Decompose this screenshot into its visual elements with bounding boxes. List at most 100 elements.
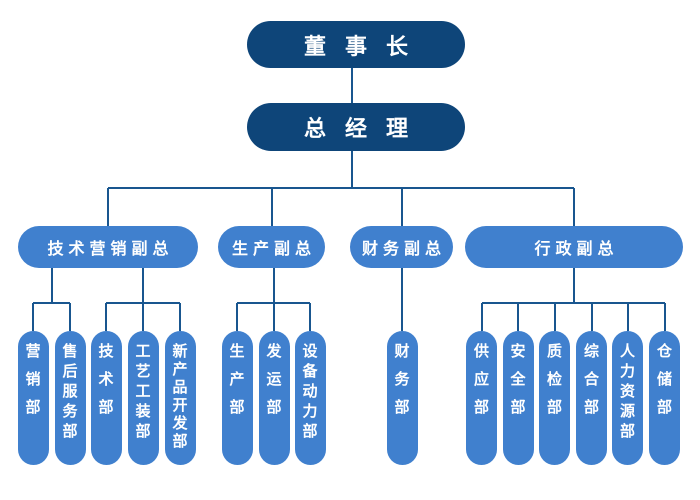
org-node-department-label-char: 储 bbox=[656, 371, 672, 388]
org-node-department-label-char: 术 bbox=[98, 371, 114, 388]
connector-line bbox=[273, 303, 275, 331]
org-node-department-label-char: 合 bbox=[583, 371, 599, 388]
org-node-department-label-char: 部 bbox=[583, 399, 599, 416]
org-node-department: 综合部 bbox=[576, 331, 607, 465]
connector-line bbox=[573, 188, 575, 226]
connector-line bbox=[351, 68, 353, 103]
org-node-department-label-char: 综 bbox=[583, 343, 599, 360]
org-node-department-label-char: 部 bbox=[62, 423, 78, 440]
org-node-department-label-char: 品 bbox=[172, 379, 188, 396]
org-node-department-label-char: 部 bbox=[546, 399, 562, 416]
connector-line bbox=[105, 303, 107, 331]
connector-line bbox=[179, 303, 181, 331]
org-node-department-label-char: 部 bbox=[135, 423, 151, 440]
org-node-vp: 技术营销副总 bbox=[18, 226, 198, 268]
connector-line bbox=[401, 268, 403, 331]
org-node-department-label-char: 质 bbox=[546, 343, 562, 360]
org-node-department-label-char: 全 bbox=[510, 371, 526, 388]
org-node-department-label-char: 部 bbox=[172, 433, 188, 450]
org-node-general-manager-label: 总经理 bbox=[303, 116, 427, 141]
org-node-department-label-char: 产 bbox=[172, 361, 188, 378]
org-node-department-label-char: 安 bbox=[510, 343, 526, 360]
org-node-department-label-char: 服 bbox=[62, 383, 78, 400]
org-node-department: 人力资源部 bbox=[612, 331, 643, 465]
org-node-department-label-char: 装 bbox=[135, 403, 151, 420]
org-node-department-label-char: 售 bbox=[62, 343, 78, 360]
org-node-department: 质检部 bbox=[539, 331, 570, 465]
org-node-department-label-char: 部 bbox=[229, 399, 245, 416]
org-node-vp-label: 行政副总 bbox=[534, 241, 619, 258]
org-node-department-label-char: 财 bbox=[394, 343, 410, 360]
org-node-department-label-char: 务 bbox=[394, 371, 410, 388]
org-node-vp-label: 生产副总 bbox=[231, 241, 316, 258]
org-node-department: 财务部 bbox=[386, 331, 418, 465]
org-node-department-label-char: 开 bbox=[172, 397, 188, 414]
org-node-department-label-char: 发 bbox=[172, 415, 188, 432]
org-node-department-label-char: 新 bbox=[172, 343, 188, 360]
org-node-department-label-char: 生 bbox=[229, 343, 245, 360]
org-node-department-label-char: 艺 bbox=[135, 363, 151, 380]
connector-line bbox=[400, 188, 403, 226]
org-node-department-label-char: 产 bbox=[229, 371, 245, 388]
connector-line bbox=[236, 303, 238, 331]
org-node-department: 发运部 bbox=[258, 331, 290, 465]
org-node-vp: 财务副总 bbox=[350, 226, 453, 268]
connector-line bbox=[573, 268, 575, 303]
org-node-general-manager: 总经理 bbox=[247, 103, 465, 151]
org-node-department-label-char: 部 bbox=[473, 399, 489, 416]
org-node-department-label-char: 力 bbox=[302, 403, 318, 420]
org-node-department: 安全部 bbox=[502, 331, 534, 465]
org-node-department-label-char: 营 bbox=[25, 343, 41, 360]
org-node-department-label-char: 工 bbox=[135, 383, 151, 400]
connector-line bbox=[50, 268, 53, 303]
connector-line bbox=[32, 303, 34, 331]
connector-line bbox=[481, 302, 665, 304]
org-node-department-label-char: 应 bbox=[473, 371, 489, 388]
connector-line bbox=[142, 303, 144, 331]
org-node-department-label-char: 销 bbox=[25, 371, 41, 388]
connector-line bbox=[553, 303, 556, 331]
connector-line bbox=[270, 188, 273, 226]
connector-line bbox=[108, 187, 574, 189]
connector-line bbox=[107, 188, 109, 226]
org-node-department: 营销部 bbox=[17, 331, 49, 465]
org-node-department-label-char: 部 bbox=[394, 399, 410, 416]
org-node-department-label-char: 部 bbox=[98, 399, 114, 416]
org-node-department-label-char: 部 bbox=[25, 399, 41, 416]
org-node-department-label-char: 部 bbox=[619, 423, 635, 440]
connector-line bbox=[351, 151, 353, 188]
org-node-department-label-char: 发 bbox=[266, 343, 282, 360]
org-node-department-label-char: 部 bbox=[656, 399, 672, 416]
org-node-department-label-char: 运 bbox=[266, 371, 282, 388]
connector-line bbox=[480, 303, 483, 331]
org-node-department-label-char: 设 bbox=[302, 343, 318, 360]
connector-line bbox=[626, 303, 629, 331]
org-node-department: 技术部 bbox=[90, 331, 122, 465]
org-node-department-label-char: 务 bbox=[62, 403, 78, 420]
org-node-department-label-char: 后 bbox=[62, 363, 78, 380]
org-node-department: 设备动力部 bbox=[294, 331, 326, 465]
connector-line bbox=[33, 302, 70, 304]
org-node-department: 工艺工装部 bbox=[127, 331, 159, 465]
org-node-vp: 生产副总 bbox=[218, 226, 325, 268]
org-node-department: 新产品开发部 bbox=[164, 331, 196, 465]
connector-line bbox=[663, 303, 666, 331]
org-node-department-label-char: 部 bbox=[266, 399, 282, 416]
org-node-vp-label: 财务副总 bbox=[361, 241, 446, 258]
org-node-department-label-char: 工 bbox=[135, 343, 151, 360]
org-node-department-label-char: 资 bbox=[619, 383, 635, 400]
org-node-vp-label: 技术营销副总 bbox=[47, 241, 174, 258]
connector-line bbox=[273, 268, 275, 303]
org-node-department: 生产部 bbox=[221, 331, 253, 465]
org-node-department-label-char: 部 bbox=[510, 399, 526, 416]
org-node-department-label-char: 部 bbox=[302, 423, 318, 440]
org-node-department: 售后服务部 bbox=[54, 331, 86, 465]
org-node-chairman: 董事长 bbox=[247, 21, 465, 68]
connector-line bbox=[590, 303, 593, 331]
org-node-department: 供应部 bbox=[466, 331, 497, 465]
connector-line bbox=[309, 303, 311, 331]
org-node-chairman-label: 董事长 bbox=[303, 33, 427, 59]
org-node-department-label-char: 源 bbox=[619, 403, 635, 420]
connector-line bbox=[69, 303, 71, 331]
